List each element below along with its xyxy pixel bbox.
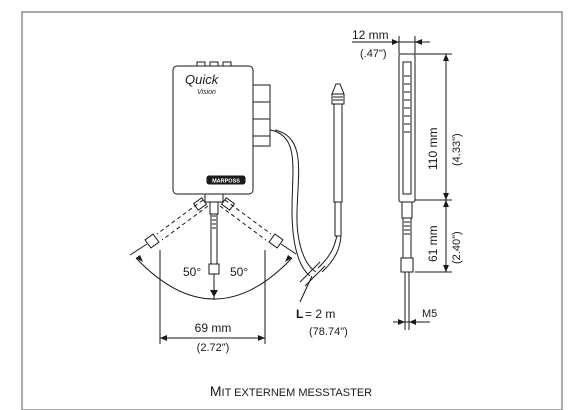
cable-label-letter: L [296, 307, 303, 321]
brand-plate-label: MARPOSS [212, 179, 240, 185]
drawing-frame [21, 11, 563, 410]
arrow-head [398, 319, 405, 325]
width-bottom-label: 69 mm [195, 321, 232, 335]
side-button [252, 84, 271, 103]
caption: MIT EXTERNEM MESSTASTER [210, 383, 372, 399]
angle-left-label: 50° [183, 265, 201, 279]
leader-line [299, 275, 313, 303]
brand-logo-vision: Vision [197, 89, 216, 96]
side-view-slot [402, 61, 412, 195]
housing-front-view [172, 61, 271, 203]
arrow-head [392, 39, 399, 45]
thread-label: M5 [422, 308, 437, 320]
side-view-probe [402, 217, 412, 259]
brand-plate [206, 175, 246, 185]
arrow-head [443, 265, 449, 272]
caption-initial: M [210, 383, 222, 399]
arrow-head [210, 290, 218, 297]
cable-length-inch-label: (78.74") [309, 326, 348, 338]
probe-tilted-left [129, 197, 209, 256]
cable-break-mark [304, 265, 326, 287]
probe-tilted-right [219, 197, 297, 255]
arrow-head [136, 255, 143, 262]
height-body-label: 110 mm [426, 128, 440, 170]
cable-line [321, 235, 342, 273]
side-view-neck [401, 201, 413, 219]
probe-vertical [208, 201, 220, 300]
side-view [398, 53, 416, 322]
width-top-label: 12 mm [352, 28, 389, 42]
bottom-connector [204, 193, 224, 203]
width-dimension-69 [159, 250, 266, 344]
arrow-head [160, 335, 167, 341]
height-probe-label: 61 mm [426, 225, 440, 262]
side-button [252, 101, 271, 120]
arrow-head [258, 335, 265, 341]
angle-arc [135, 257, 293, 300]
arrow-head [443, 54, 449, 61]
side-button [252, 135, 271, 147]
arrow-head [443, 193, 449, 200]
cable-line [274, 129, 317, 273]
external-probe [331, 83, 345, 237]
width-top-inch-label: (.47") [360, 48, 387, 60]
arrow-head [443, 200, 449, 207]
arrow-head [409, 319, 416, 325]
width-bottom-inch-label: (2.72") [197, 342, 230, 354]
arrow-head [285, 255, 292, 262]
side-view-tip-holder [400, 257, 414, 273]
cable-break-mark [299, 261, 321, 283]
cable-length-label: = 2 m [305, 307, 335, 321]
height-body-inch-label: (4.33") [451, 133, 463, 166]
caption-rest: IT EXTERNEM MESSTASTER [222, 387, 373, 399]
height-probe-inch-label: (2.40") [451, 231, 463, 264]
cable-line [269, 129, 311, 277]
angle-right-label: 50° [230, 265, 248, 279]
side-button [252, 118, 271, 137]
arrow-head [415, 39, 422, 45]
brand-logo-quick: Quick [185, 72, 220, 87]
cable-line [317, 234, 338, 269]
